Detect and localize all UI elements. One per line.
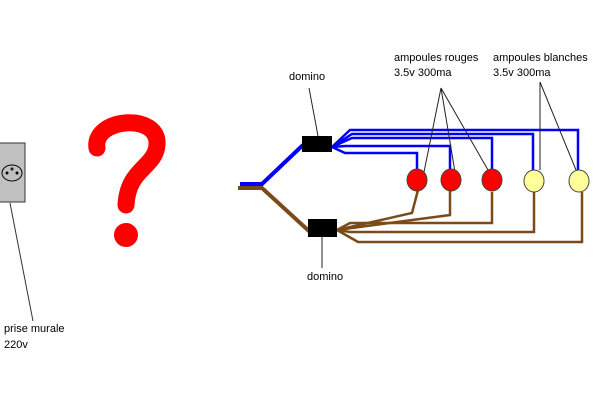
red-bulbs [406,168,503,192]
outlet-pointer [9,202,34,322]
outlet-voltage: 220v [4,339,28,351]
domino-bottom [308,219,337,237]
white-bulb [523,169,545,193]
red-bulbs-spec: 3.5v 300ma [394,67,452,79]
white-bulb [568,169,590,193]
outlet-label: prise murale [4,323,65,335]
wall-outlet [0,142,26,203]
white-bulbs [523,169,590,193]
domino-bottom-label: domino [307,271,344,283]
red-bulb [440,168,462,192]
domino-top-label: domino [289,71,326,83]
live-wires [240,128,580,186]
white-bulbs-label: ampoules blanches [493,52,588,64]
neutral-wires [238,186,584,244]
red-bulbs-label: ampoules rouges [394,52,479,64]
domino-top [302,136,332,152]
white-bulbs-spec: 3.5v 300ma [493,67,551,79]
red-bulb [481,168,503,192]
pointer-lines [308,81,577,268]
question-mark-icon [88,114,166,247]
red-bulb [406,168,428,192]
